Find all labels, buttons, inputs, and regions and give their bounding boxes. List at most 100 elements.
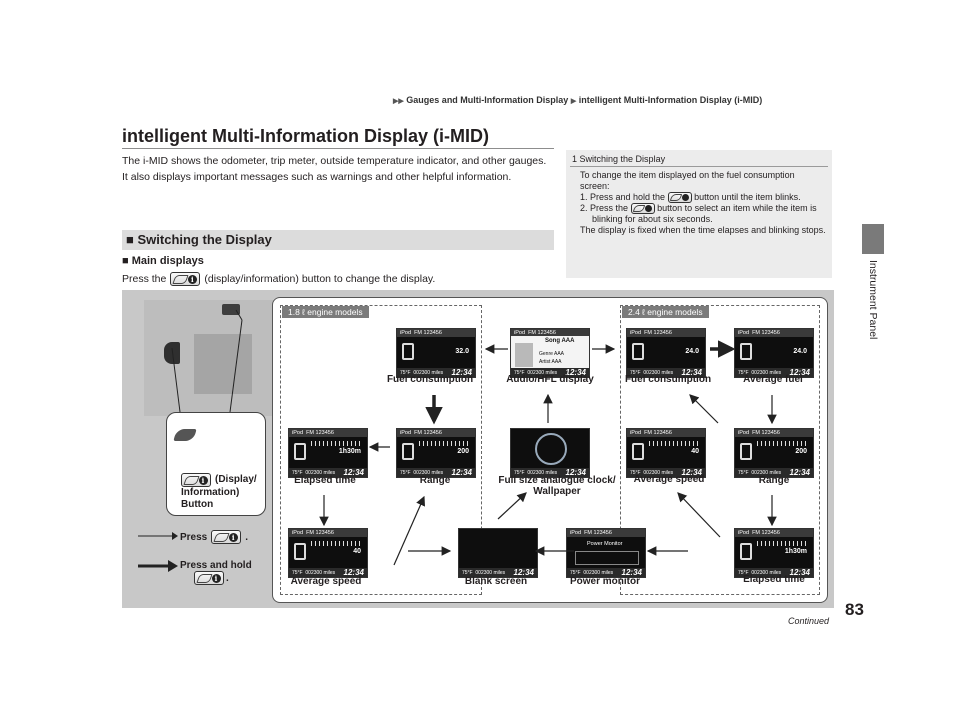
- button-closeup-icon: [173, 429, 197, 441]
- screen-header: [397, 429, 475, 437]
- intro-line2: It also displays important messages such…: [122, 170, 512, 183]
- screen-value: 40: [691, 448, 699, 455]
- screen-temp-odo: 75°F 002300 miles: [292, 470, 336, 476]
- screen-footer: [735, 568, 813, 577]
- press-instruction: Press the i (display/information) button…: [122, 272, 435, 286]
- screen-header: [735, 529, 813, 537]
- section-bar: [122, 230, 554, 250]
- screen-header: [511, 329, 589, 337]
- screen-source-text: iPod FM 123456: [738, 430, 780, 436]
- press-post: (display/information) button to change t…: [204, 273, 436, 285]
- fuel-pump-icon: [294, 443, 306, 460]
- screen-source-text: iPod FM 123456: [630, 330, 672, 336]
- label-clock-line2: Wallpaper: [533, 486, 581, 497]
- screen-clock: 12:34: [681, 368, 702, 377]
- breadcrumb-level2[interactable]: intelligent Multi-Information Display (i…: [578, 95, 763, 105]
- chapter-label-text: Instrument Panel: [867, 260, 879, 340]
- screen-value: 24.0: [793, 348, 807, 355]
- screen-value: 1h30m: [338, 448, 361, 455]
- title-divider: [122, 148, 554, 149]
- screen-clock: 12:34: [451, 368, 472, 377]
- screen-header: [627, 329, 705, 337]
- callout-text: i (Display/ Information) Button: [181, 473, 257, 511]
- screen-footer: [735, 468, 813, 477]
- screen-temp-odo: 75°F 002300 miles: [292, 570, 336, 576]
- display-info-button-icon: i: [194, 571, 224, 585]
- screen-temp-odo: 75°F 002300 miles: [630, 370, 674, 376]
- screen-footer: [511, 368, 589, 377]
- screen-source-text: iPod FM 123456: [292, 530, 334, 536]
- screen-clock: 12:34: [789, 568, 810, 577]
- label-range-24: Range: [758, 475, 790, 486]
- fuel-pump-icon: [402, 343, 414, 360]
- display-info-button-icon: i: [667, 192, 692, 204]
- screen-value: 200: [795, 448, 807, 455]
- chapter-label: Instrument Panel: [862, 260, 884, 360]
- fuel-pump-icon: [632, 443, 644, 460]
- power-title: Power Monitor: [587, 541, 623, 547]
- gauge-ticks: [757, 441, 809, 446]
- screen-temp-odo: 75°F 002300 miles: [462, 570, 506, 576]
- screen-temp-odo: 75°F 002300 miles: [738, 470, 782, 476]
- note-step1-post: button until the item blinks.: [694, 192, 801, 202]
- screen-footer: [289, 568, 367, 577]
- label-clock: Full size analogue clock/ Wallpaper: [492, 475, 622, 497]
- continued-label: Continued: [788, 616, 830, 626]
- sub-square-icon: ■: [122, 255, 129, 267]
- screen-footer: [511, 468, 589, 477]
- page-title: intelligent Multi-Information Display (i…: [122, 126, 489, 146]
- label-elapsed-time-24: Elapsed time: [743, 574, 805, 585]
- fuel-pump-icon: [740, 443, 752, 460]
- button-callout: [166, 412, 266, 516]
- breadcrumb: ▶▶ Gauges and Multi-Information Display …: [393, 95, 762, 105]
- breadcrumb-level1[interactable]: Gauges and Multi-Information Display: [406, 95, 569, 105]
- screen-clock: 12:34: [681, 468, 702, 477]
- screen-header: [289, 529, 367, 537]
- screen-source-text: iPod FM 123456: [400, 430, 442, 436]
- sub-title: ■ Main displays: [122, 255, 204, 267]
- label-range-18: Range: [419, 475, 451, 486]
- fuel-pump-icon: [740, 343, 752, 360]
- artist-text: Artist AAA: [539, 359, 562, 365]
- screen-clock: 12:34: [451, 468, 472, 477]
- fuel-pump-icon: [740, 543, 752, 560]
- screen-header: [567, 529, 645, 537]
- sub-title-text: Main displays: [131, 255, 204, 267]
- label-power-monitor: Power monitor: [569, 576, 640, 587]
- screen-footer: [397, 468, 475, 477]
- breadcrumb-arrow-icon: ▶▶: [393, 98, 404, 105]
- note-step2-pre: 2. Press the: [580, 203, 629, 214]
- screen-clock: 12:34: [565, 368, 586, 377]
- screen-footer: [289, 468, 367, 477]
- screen-source-text: iPod FM 123456: [400, 330, 442, 336]
- legend-press-text: Press: [180, 531, 208, 543]
- screen-value: 40: [353, 548, 361, 555]
- screen-source-text: iPod FM 123456: [292, 430, 334, 436]
- press-pre: Press the: [122, 273, 167, 285]
- screen-source-text: iPod FM 123456: [514, 330, 556, 336]
- screen-header: [735, 329, 813, 337]
- note-step2: 2. Press the i button to select an item …: [580, 203, 826, 225]
- display-info-button-icon: i: [170, 272, 201, 286]
- screen-header: [397, 329, 475, 337]
- label-blank-screen: Blank screen: [464, 576, 528, 587]
- gauge-ticks: [311, 441, 363, 446]
- legend-arrows: [138, 532, 178, 572]
- section-title-text: Switching the Display: [137, 232, 272, 247]
- note-body: To change the item displayed on the fuel…: [580, 170, 826, 236]
- screen-source-text: iPod FM 123456: [630, 430, 672, 436]
- song-text: Song AAA: [545, 338, 575, 344]
- screen-footer: [627, 468, 705, 477]
- intro-line1: The i-MID shows the odometer, trip meter…: [122, 155, 547, 167]
- screen-footer: [459, 568, 537, 577]
- screen-source-text: iPod FM 123456: [738, 330, 780, 336]
- display-info-button-icon: i: [630, 203, 655, 215]
- screen-temp-odo: 75°F 002300 miles: [570, 570, 614, 576]
- note-heading: 1 Switching the Display: [572, 154, 665, 164]
